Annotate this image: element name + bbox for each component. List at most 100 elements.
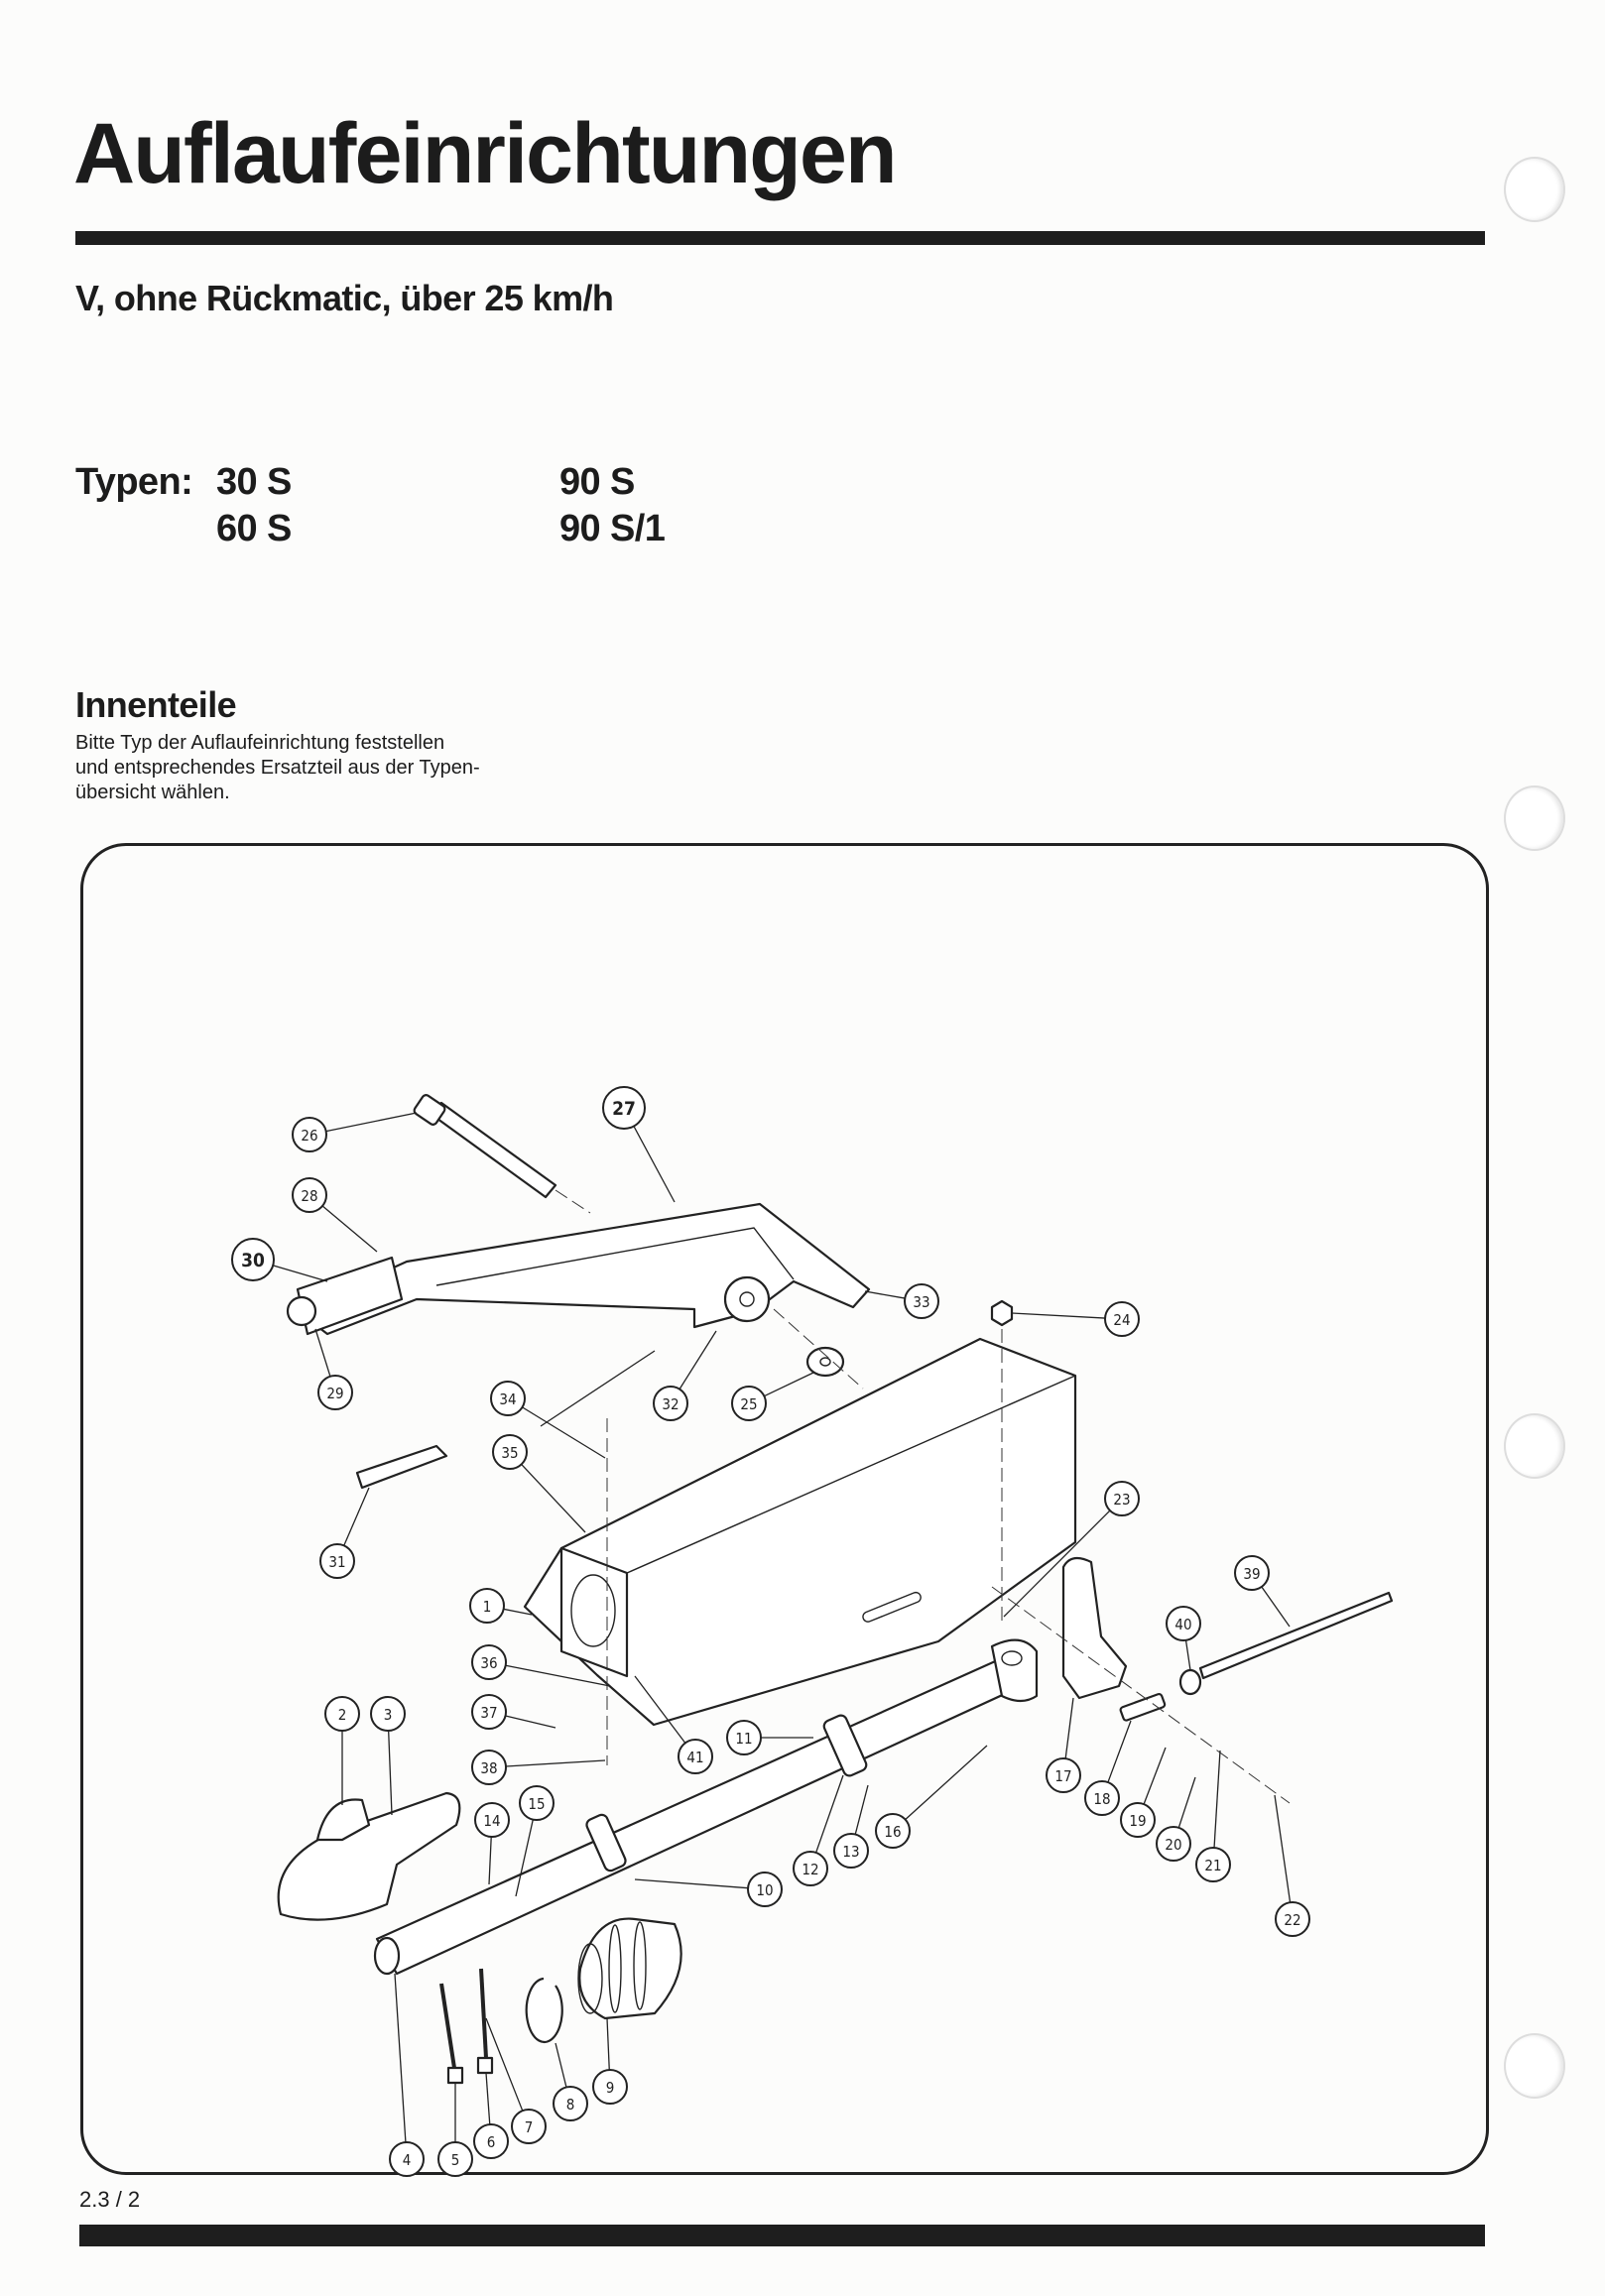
callout-16: 16 xyxy=(875,1745,988,1849)
callout-28: 28 xyxy=(292,1177,378,1253)
callout-circle xyxy=(904,1283,939,1319)
callout-13: 13 xyxy=(833,1784,869,1869)
callout-label: 32 xyxy=(662,1395,679,1413)
callout-circle xyxy=(511,2109,547,2144)
leader-line xyxy=(1261,1586,1291,1628)
leader-line xyxy=(634,1675,686,1744)
leader-line xyxy=(314,1328,331,1377)
callout-circle xyxy=(317,1375,353,1410)
callout-circle xyxy=(469,1588,505,1624)
callout-label: 16 xyxy=(884,1823,901,1841)
callout-11: 11 xyxy=(726,1720,813,1755)
callout-circle xyxy=(492,1434,528,1470)
brake-rod xyxy=(1198,1591,1394,1680)
leader-line xyxy=(1011,1312,1106,1319)
leader-line xyxy=(505,1715,556,1729)
callout-29: 29 xyxy=(314,1328,353,1410)
page-number: 2.3 / 2 xyxy=(79,2187,141,2212)
callout-label: 40 xyxy=(1174,1616,1191,1633)
callout-label: 4 xyxy=(403,2151,412,2169)
leader-line xyxy=(1143,1747,1167,1805)
callout-7: 7 xyxy=(485,2017,547,2144)
callout-label: 23 xyxy=(1113,1491,1130,1509)
callout-2: 2 xyxy=(324,1696,360,1805)
callout-label: 7 xyxy=(525,2118,534,2136)
callout-circle xyxy=(678,1739,713,1774)
callout-26: 26 xyxy=(292,1112,418,1152)
callout-circle xyxy=(370,1696,406,1732)
callout-label: 17 xyxy=(1054,1767,1071,1785)
callout-40: 40 xyxy=(1166,1606,1201,1671)
callout-21: 21 xyxy=(1195,1750,1231,1882)
page-title: Auflaufeinrichtungen xyxy=(73,106,898,201)
callout-label: 20 xyxy=(1165,1836,1181,1854)
callout-label: 33 xyxy=(913,1293,929,1311)
callout-label: 29 xyxy=(326,1385,343,1402)
callout-label: 31 xyxy=(328,1553,345,1571)
callout-25: 25 xyxy=(731,1372,814,1421)
callout-label: 14 xyxy=(483,1812,500,1830)
callout-label: 28 xyxy=(301,1187,317,1205)
callout-label: 6 xyxy=(487,2133,496,2151)
callout-label: 2 xyxy=(338,1706,347,1724)
callout-circle xyxy=(553,2086,588,2121)
callout-label: 21 xyxy=(1204,1857,1221,1874)
callout-9: 9 xyxy=(592,2017,628,2105)
callout-36: 36 xyxy=(471,1644,611,1687)
callout-circle xyxy=(1104,1481,1140,1516)
callout-circle xyxy=(1046,1757,1081,1793)
callout-circle xyxy=(292,1177,327,1213)
binder-hole xyxy=(1504,157,1565,222)
callout-circle xyxy=(471,1644,507,1680)
callout-circle xyxy=(1275,1901,1310,1937)
parts-drawing xyxy=(277,1094,1394,2085)
leader-line xyxy=(679,1330,717,1390)
leader-line xyxy=(505,1759,606,1767)
leader-line xyxy=(515,1819,534,1897)
leader-line xyxy=(1003,1510,1111,1618)
callout-22: 22 xyxy=(1274,1794,1310,1937)
callout-circle xyxy=(726,1720,762,1755)
page-subtitle: V, ohne Rückmatic, über 25 km/h xyxy=(75,278,614,318)
leader-line xyxy=(522,1406,606,1459)
section-text-line: übersicht wählen. xyxy=(75,782,230,803)
housing-front-face xyxy=(559,1546,629,1678)
callout-label: 25 xyxy=(740,1395,757,1413)
callout-label: 22 xyxy=(1284,1911,1300,1929)
callout-15: 15 xyxy=(515,1785,555,1897)
leader-line xyxy=(343,1487,370,1546)
callout-label: 12 xyxy=(802,1861,818,1878)
footer-bar xyxy=(79,2225,1485,2246)
callout-label: 35 xyxy=(501,1444,518,1462)
leader-line xyxy=(864,1290,906,1299)
type-item: 30 S xyxy=(216,461,292,503)
callout-circle xyxy=(1234,1555,1270,1591)
leader-line xyxy=(485,2017,524,2112)
callout-circle xyxy=(833,1833,869,1869)
callout-32: 32 xyxy=(653,1330,717,1421)
leader-line xyxy=(633,1126,676,1203)
callout-circle xyxy=(471,1750,507,1785)
coupling-head xyxy=(277,1791,461,1921)
callout-37: 37 xyxy=(471,1694,556,1730)
type-item: 90 S/1 xyxy=(559,508,666,549)
callout-circle xyxy=(1156,1826,1191,1862)
leader-line xyxy=(1184,1639,1191,1671)
callout-label: 8 xyxy=(566,2096,575,2114)
callout-10: 10 xyxy=(634,1872,783,1907)
callout-circle xyxy=(602,1086,646,1130)
callout-27: 27 xyxy=(602,1086,676,1203)
callout-circle xyxy=(490,1381,526,1416)
callout-circle xyxy=(473,2123,509,2159)
callout-label: 37 xyxy=(480,1704,497,1722)
leader-line xyxy=(1064,1697,1074,1759)
callout-31: 31 xyxy=(319,1487,370,1579)
callout-6: 6 xyxy=(473,2072,509,2159)
callout-circle xyxy=(747,1872,783,1907)
callout-circle xyxy=(519,1785,555,1821)
callout-circle xyxy=(292,1117,327,1152)
leader-line xyxy=(325,1112,418,1133)
callout-label: 30 xyxy=(241,1250,265,1271)
callout-label: 3 xyxy=(384,1706,393,1724)
